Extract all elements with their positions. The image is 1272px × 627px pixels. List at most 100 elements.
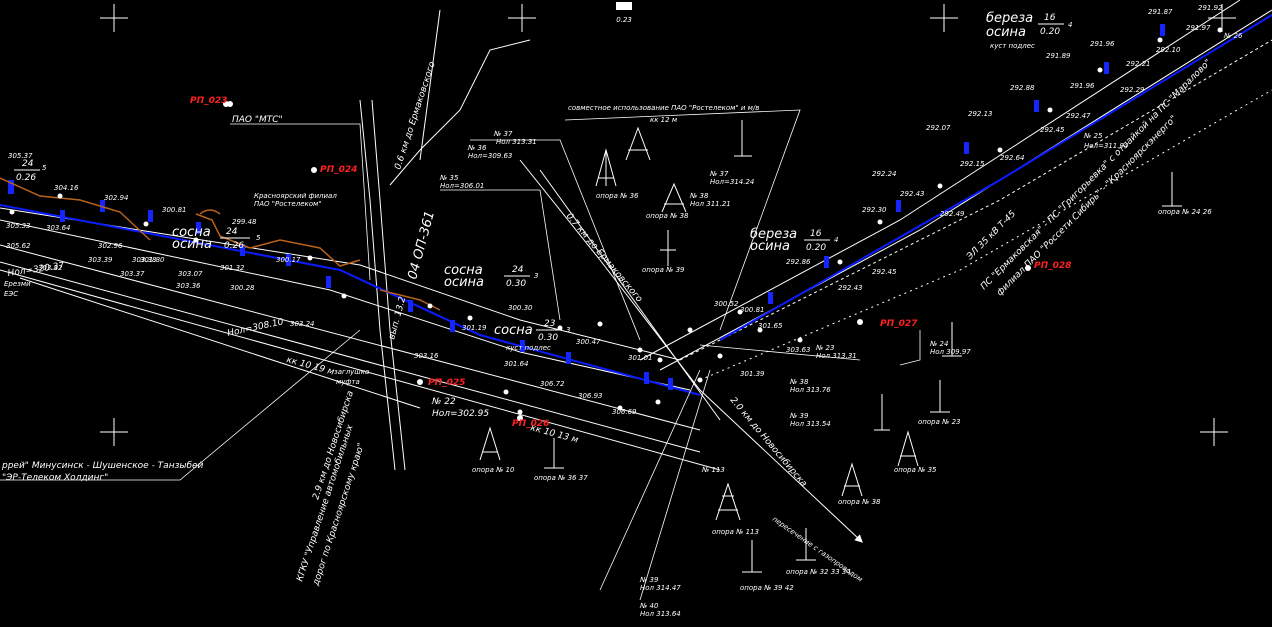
veg-1: береза осина 16 0.20 4 куст подлес bbox=[986, 11, 1072, 50]
label-zaglushka: заглушка bbox=[334, 368, 369, 376]
svg-text:№ 36: № 36 bbox=[467, 144, 487, 152]
svg-text:сосна: сосна bbox=[444, 263, 483, 278]
tower-symbols bbox=[479, 120, 1182, 573]
label-operator-1: ррей" Минусинск - Шушенское - Танзыбей bbox=[1, 461, 204, 471]
svg-text:303.64: 303.64 bbox=[46, 224, 71, 232]
svg-text:24: 24 bbox=[512, 265, 524, 275]
svg-text:302.96: 302.96 bbox=[98, 242, 123, 250]
svg-text:4: 4 bbox=[834, 236, 838, 244]
road-lines bbox=[0, 0, 1272, 543]
svg-text:292.15: 292.15 bbox=[960, 160, 985, 168]
svg-text:303.82: 303.82 bbox=[38, 264, 63, 272]
svg-text:291.87: 291.87 bbox=[1148, 8, 1173, 16]
marker-rp-026: РП_026 bbox=[512, 419, 549, 429]
label-kras-filial-1: Красноярский филиал bbox=[254, 192, 337, 200]
svg-text:Нол 309.97: Нол 309.97 bbox=[930, 348, 971, 356]
svg-text:куст подлес: куст подлес bbox=[990, 42, 1035, 50]
svg-text:23: 23 bbox=[544, 319, 556, 329]
svg-text:№ 38: № 38 bbox=[689, 192, 709, 200]
svg-text:сосна: сосна bbox=[172, 225, 211, 240]
svg-text:301.39: 301.39 bbox=[740, 370, 765, 378]
svg-text:292.43: 292.43 bbox=[900, 190, 925, 198]
svg-text:292.07: 292.07 bbox=[926, 124, 951, 132]
label-dir-ermakovskoe-mid: 0.7 км до Ермаковского bbox=[564, 212, 645, 305]
svg-text:осина: осина bbox=[986, 25, 1026, 40]
top-value: 0.23 bbox=[616, 16, 632, 24]
svg-text:№ 35: № 35 bbox=[439, 174, 459, 182]
svg-text:опора № 38: опора № 38 bbox=[838, 498, 881, 506]
svg-text:292.10: 292.10 bbox=[1156, 46, 1181, 54]
label-pole-26: № 26 bbox=[1223, 32, 1243, 40]
svg-text:осина: осина bbox=[750, 239, 790, 254]
svg-text:3: 3 bbox=[566, 326, 570, 334]
label-pole-25: № 25 bbox=[1083, 132, 1103, 140]
svg-text:Нол=302.95: Нол=302.95 bbox=[432, 409, 489, 419]
svg-text:300.81: 300.81 bbox=[162, 206, 187, 214]
svg-text:304.16: 304.16 bbox=[54, 184, 79, 192]
svg-text:24: 24 bbox=[226, 227, 238, 237]
svg-text:опора № 38: опора № 38 bbox=[646, 212, 689, 220]
label-nop-308: Нол=308.10 bbox=[227, 317, 285, 339]
svg-text:303.39: 303.39 bbox=[88, 256, 113, 264]
svg-text:Нол 313.31: Нол 313.31 bbox=[816, 352, 857, 360]
svg-text:299.48: 299.48 bbox=[232, 218, 257, 226]
svg-text:0.30: 0.30 bbox=[506, 279, 526, 289]
svg-text:303.07: 303.07 bbox=[178, 270, 203, 278]
marker-rp-027: РП_027 bbox=[880, 319, 918, 329]
svg-text:Нол 313.31: Нол 313.31 bbox=[496, 138, 537, 146]
svg-text:291.97: 291.97 bbox=[1186, 24, 1211, 32]
svg-text:№ 39: № 39 bbox=[639, 576, 659, 584]
elevations-right: 291.87 291.92 291.97 291.96 292.10 291.8… bbox=[786, 4, 1223, 292]
svg-text:305.37: 305.37 bbox=[8, 152, 33, 160]
survey-points bbox=[9, 6, 1223, 421]
svg-text:300.28: 300.28 bbox=[230, 284, 255, 292]
svg-text:Нол 314.47: Нол 314.47 bbox=[640, 584, 681, 592]
svg-text:0.20: 0.20 bbox=[1040, 27, 1060, 37]
svg-text:300.81: 300.81 bbox=[740, 306, 765, 314]
svg-text:291.96: 291.96 bbox=[1090, 40, 1115, 48]
label-nop-311: Нол=311.94 bbox=[1084, 142, 1128, 150]
svg-text:опора № 113: опора № 113 bbox=[712, 528, 759, 536]
elevations-mid: 300.30 301.19 303.16 301.64 306.72 306.9… bbox=[414, 300, 811, 416]
svg-text:4: 4 bbox=[1068, 21, 1072, 29]
svg-text:306.93: 306.93 bbox=[578, 392, 603, 400]
svg-text:опора № 23: опора № 23 bbox=[918, 418, 961, 426]
svg-text:292.30: 292.30 bbox=[862, 206, 887, 214]
svg-text:опора № 35: опора № 35 bbox=[894, 466, 937, 474]
svg-text:292.29: 292.29 bbox=[1120, 86, 1145, 94]
svg-text:301.32: 301.32 bbox=[220, 264, 245, 272]
veg-2: сосна осина 24 0.26 5 bbox=[172, 225, 261, 252]
svg-text:292.13: 292.13 bbox=[968, 110, 993, 118]
svg-text:292.88: 292.88 bbox=[1010, 84, 1035, 92]
svg-text:303.36: 303.36 bbox=[176, 282, 201, 290]
svg-text:292.47: 292.47 bbox=[1066, 112, 1091, 120]
label-kabel-10-19: кк 10 19 м bbox=[285, 355, 335, 377]
label-erezmi: Ерезми bbox=[4, 280, 31, 288]
veg-6: 24 0.26 5 bbox=[14, 159, 47, 183]
svg-text:осина: осина bbox=[444, 275, 484, 290]
markers: РП_023 РП_024 РП_025 РП_026 РП_027 РП_02… bbox=[190, 96, 1071, 429]
label-kabel-12: кк 12 м bbox=[650, 116, 678, 124]
svg-text:292.43: 292.43 bbox=[838, 284, 863, 292]
svg-text:береза: береза bbox=[986, 11, 1033, 26]
label-mufta: муфта bbox=[336, 378, 360, 386]
svg-text:305.33: 305.33 bbox=[6, 222, 31, 230]
svg-text:292.64: 292.64 bbox=[1000, 154, 1025, 162]
svg-text:Нол 313.64: Нол 313.64 bbox=[640, 610, 681, 618]
marker-rp-024: РП_024 bbox=[320, 165, 357, 175]
svg-text:24: 24 bbox=[22, 159, 34, 169]
svg-text:292.24: 292.24 bbox=[872, 170, 897, 178]
label-joint-use: совместное использование ПАО "Ростелеком… bbox=[568, 104, 759, 112]
svg-text:Нол 313.54: Нол 313.54 bbox=[790, 420, 831, 428]
svg-text:292.21: 292.21 bbox=[1126, 60, 1151, 68]
svg-text:Нол 311.21: Нол 311.21 bbox=[690, 200, 731, 208]
svg-text:береза: береза bbox=[750, 227, 797, 242]
svg-text:300.17: 300.17 bbox=[276, 256, 301, 264]
support-labels: опора № 36 опора № 38 опора № 39 опора №… bbox=[472, 192, 1212, 592]
svg-text:0.26: 0.26 bbox=[224, 241, 244, 251]
elevations-left: 305.37 304.16 302.94 305.33 303.64 305.6… bbox=[6, 152, 315, 328]
top-block bbox=[616, 2, 632, 10]
svg-text:301.01: 301.01 bbox=[628, 354, 653, 362]
svg-text:осина: осина bbox=[172, 237, 212, 252]
